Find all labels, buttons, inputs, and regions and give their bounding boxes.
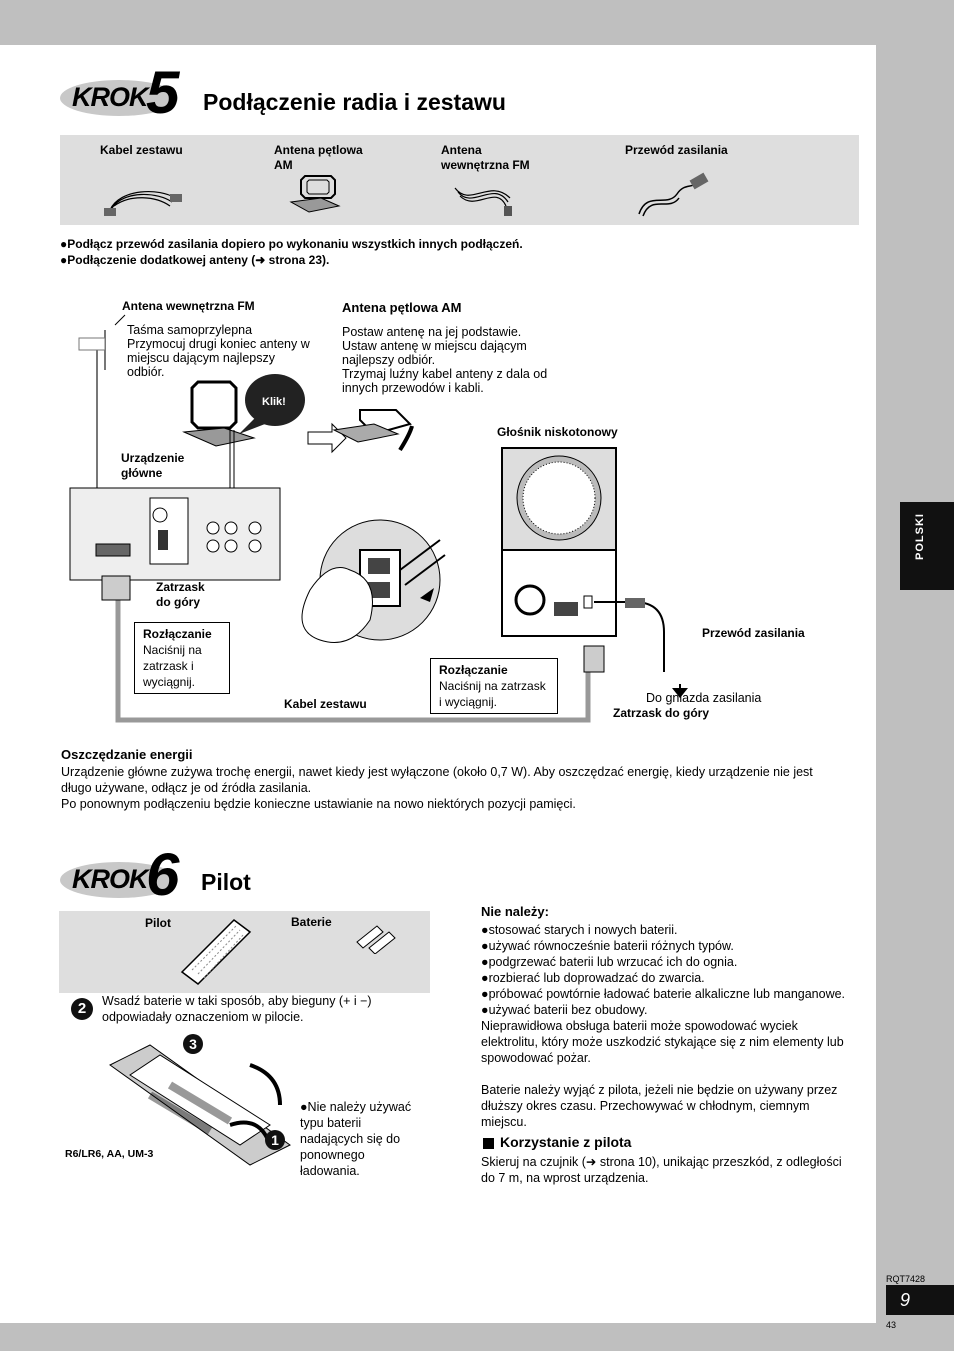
remote-accessories-box xyxy=(59,911,430,993)
am-loop-antenna-illustration xyxy=(289,175,341,213)
to-outlet-label: Do gniazda zasilania xyxy=(646,691,762,705)
connection-diagram xyxy=(69,314,688,723)
krok-word: KROK xyxy=(72,82,148,112)
system-cable-label: Kabel zestawu xyxy=(284,697,367,711)
disconnect-text: Naciśnij na zatrzask i wyciągnij. xyxy=(143,643,202,689)
fm-antenna-illustration xyxy=(454,187,512,216)
accessory-label-remote: Pilot xyxy=(145,916,171,930)
fm-antenna-text: Taśma samoprzylepna Przymocuj drugi koni… xyxy=(127,323,310,379)
power-cord-illustration xyxy=(638,172,709,217)
step-2-marker: 2 xyxy=(71,998,93,1020)
right-margin-bar xyxy=(876,45,954,1323)
page-number-small: 43 xyxy=(886,1320,897,1330)
bullet-item: ●Podłącz przewód zasilania dopiero po wy… xyxy=(60,237,523,251)
disconnect-title: Rozłączanie xyxy=(143,627,212,641)
accessory-label-fm-antenna: Antena wewnętrzna FM xyxy=(441,143,530,172)
accessory-label-batteries: Baterie xyxy=(291,915,332,929)
klik-label: Klik! xyxy=(262,396,286,408)
energy-title: Oszczędzanie energii xyxy=(61,747,193,762)
section5-title: Podłączenie radia i zestawu xyxy=(203,89,506,115)
krok-number: 5 xyxy=(146,59,180,126)
page-number-box: 9 xyxy=(886,1285,954,1315)
krok5-badge: KROK 5 xyxy=(60,59,190,126)
dont-title: Nie należy: xyxy=(481,904,549,919)
energy-line: długo używane, odłącz je od źródła zasil… xyxy=(61,781,312,795)
step-3-marker: 3 xyxy=(183,1034,203,1054)
energy-text: Urządzenie główne zużywa trochę energii,… xyxy=(61,764,861,812)
language-tab: POLSKI xyxy=(900,502,954,590)
remove-text: Baterie należy wyjąć z pilota, jeżeli ni… xyxy=(481,1083,838,1129)
step-1-marker: 1 xyxy=(265,1130,285,1150)
disconnect-box-left: Rozłączanie Naciśnij na zatrzask i wycią… xyxy=(134,622,230,694)
accessories-box xyxy=(60,135,859,225)
fm-antenna-title: Antena wewnętrzna FM xyxy=(122,299,255,313)
bullet-item: ●Podłączenie dodatkowej anteny (➜ strona… xyxy=(60,253,330,267)
dont-item: ●próbować powtórnie ładować baterie alka… xyxy=(481,987,846,1001)
subwoofer-label: Głośnik niskotonowy xyxy=(497,425,618,439)
power-cord-label: Przewód zasilania xyxy=(702,626,805,640)
dont-item: ●stosować starych i nowych baterii. xyxy=(481,923,678,937)
square-bullet-icon xyxy=(483,1138,494,1149)
krok-word: KROK xyxy=(72,864,148,894)
disconnect-text: Naciśnij na zatrzask i wyciągnij. xyxy=(439,679,546,709)
accessory-label-am-antenna: Antena pętlowa AM xyxy=(274,143,363,172)
section5-bullets: ●Podłącz przewód zasilania dopiero po wy… xyxy=(60,236,860,268)
system-cable-illustration xyxy=(104,190,182,216)
dont-item: ●używać baterii bez obudowy. xyxy=(481,1003,648,1017)
dont-item: ●podgrzewać baterii lub wrzucać ich do o… xyxy=(481,955,738,969)
accessory-label-power-cord: Przewód zasilania xyxy=(625,143,728,157)
krok-oval xyxy=(60,862,178,898)
energy-line: Po ponownym podłączeniu będzie konieczne… xyxy=(61,797,576,811)
use-text: Skieruj na czujnik (➜ strona 10), unikaj… xyxy=(481,1155,842,1185)
krok-oval xyxy=(60,80,178,116)
tab-up-left-label: Zatrzask do góry xyxy=(156,580,205,609)
battery-note: ●Nie należy używać typu baterii nadający… xyxy=(300,1100,412,1178)
accessory-label-system-cable: Kabel zestawu xyxy=(100,143,183,157)
battery-type-label: R6/LR6, AA, UM-3 xyxy=(65,1148,154,1160)
batteries-illustration xyxy=(356,925,396,954)
section6-title: Pilot xyxy=(201,869,251,895)
use-title: Korzystanie z pilota xyxy=(500,1134,632,1150)
disconnect-title: Rozłączanie xyxy=(439,663,508,677)
tab-up-right-label: Zatrzask do góry xyxy=(613,706,710,720)
main-unit-label: Urządzenie główne xyxy=(121,451,185,480)
language-label: POLSKI xyxy=(914,513,926,560)
krok-number: 6 xyxy=(146,841,180,908)
disconnect-box-right: Rozłączanie Naciśnij na zatrzask i wycią… xyxy=(430,658,558,714)
dont-list: ●stosować starych i nowych baterii. ●uży… xyxy=(481,922,871,1018)
insert-text: Wsadź baterie w taki sposób, aby bieguny… xyxy=(102,994,372,1024)
misuse-text: Nieprawidłowa obsługa baterii może spowo… xyxy=(481,1019,844,1065)
doc-code: RQT7428 xyxy=(886,1274,926,1284)
am-antenna-title: Antena pętlowa AM xyxy=(342,300,462,315)
am-antenna-text: Postaw antenę na jej podstawie. Ustaw an… xyxy=(342,325,548,395)
battery-insertion-illustration xyxy=(109,1044,291,1166)
energy-line: Urządzenie główne zużywa trochę energii,… xyxy=(61,765,813,779)
remote-illustration xyxy=(180,919,252,985)
dont-item: ●rozbierać lub doprowadzać do zwarcia. xyxy=(481,971,705,985)
page-number: 9 xyxy=(900,1290,911,1310)
krok6-badge: KROK 6 xyxy=(60,841,190,908)
dont-item: ●używać równocześnie baterii różnych typ… xyxy=(481,939,734,953)
